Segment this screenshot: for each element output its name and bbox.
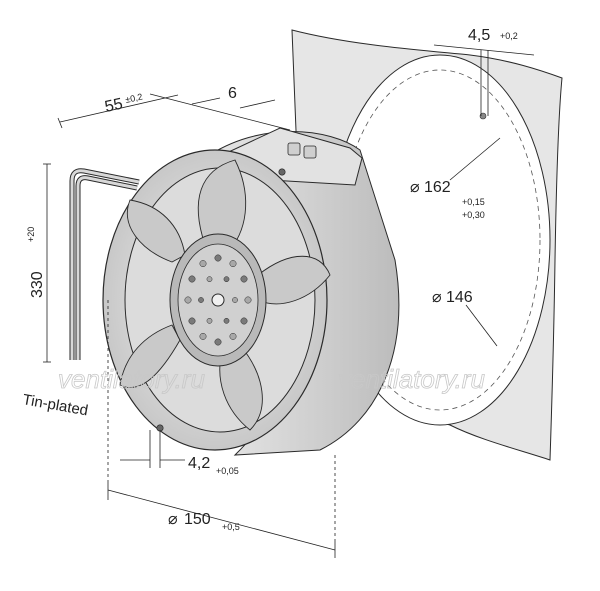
mount-hole-value: 4,2 [188,455,210,472]
outer-diameter-value: 150 [184,511,211,528]
fan-housing [102,127,400,456]
dimension-lines [43,44,535,558]
hole-spacing-value: 4,5 [468,27,490,44]
hub-hole [199,260,207,268]
fan-blade [127,199,186,263]
hub-hole [229,260,237,268]
hub-hole [223,317,230,324]
terminal-block [287,142,317,159]
hub-center-bolt [211,293,225,307]
hub-hole [206,317,213,324]
hub-hole [188,317,196,325]
fan-blade [197,159,247,251]
cutout-tolerance-upper: +0,15 [462,197,485,207]
inner-diameter-symbol: ⌀ [432,289,442,306]
hub-hole [240,275,248,283]
cutout-diameter-symbol: ⌀ [410,179,420,196]
outer-diameter-symbol: ⌀ [168,511,178,528]
fan-blade [257,255,331,305]
cutout-diameter-value: 162 [424,179,451,196]
cable-finish-label: Tin-plated [21,391,89,419]
fan-blades [119,159,331,431]
hub-hole [229,332,237,340]
plate-screw-hole [479,112,487,120]
fan-hub [169,233,267,367]
watermark: ventilatory.ru [58,364,205,394]
depth-tolerance: ±0,2 [124,92,143,105]
terminal [303,145,317,159]
watermark: ventilatory.ru [338,364,485,394]
hub-hole [223,276,230,283]
hub-hole [214,254,222,262]
hub-holes [184,254,252,346]
depth-value: 55 [103,96,124,116]
hub-hole [184,296,192,304]
hub-hole [206,276,213,283]
hub-hole [199,332,207,340]
terminal [287,142,301,156]
hub-hole [240,317,248,325]
cable-length-value: 330 [29,271,46,298]
hub-hole [244,296,252,304]
hub-hole [188,275,196,283]
cutout-bolt-circle [339,69,541,411]
inner-diameter-value: 146 [446,289,473,306]
hole-spacing-tolerance: +0,2 [500,31,518,41]
housing-mount-hole [278,168,286,176]
cable-wire-core [76,176,138,360]
cable-lead [69,168,140,360]
cutout-tolerance-lower: +0,30 [462,210,485,220]
flange-depth-value: 6 [228,85,237,102]
cable-wire-2-core [70,169,140,360]
hub-hole [232,297,238,303]
fan-blade [219,344,263,431]
hub-hole [214,338,222,346]
mount-hole-tolerance: +0,05 [216,466,239,476]
outer-diameter-tolerance: +0,5 [222,522,240,532]
fan-blade [119,324,181,388]
cable-length-tolerance: +20 [26,227,36,242]
hub-hole [198,297,204,303]
